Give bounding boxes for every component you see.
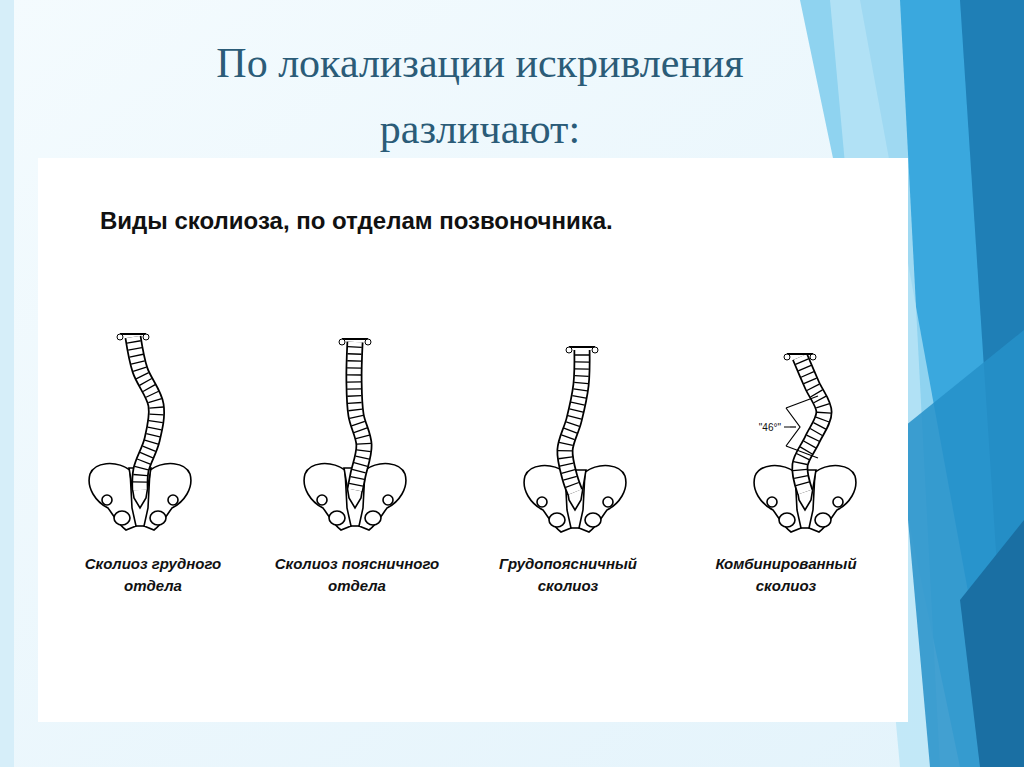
spine <box>117 334 163 490</box>
scoliosis-caption: Комбинированный сколиоз <box>696 553 876 597</box>
spine-illustrations <box>89 334 856 532</box>
spine <box>784 354 831 492</box>
spine <box>339 339 371 490</box>
leader-line <box>784 427 790 428</box>
image-panel <box>38 158 908 722</box>
spine <box>558 347 598 492</box>
pelvis <box>754 466 856 532</box>
deco-shape <box>960 520 1024 767</box>
angle-mark <box>786 396 818 458</box>
deco-shape <box>900 330 1024 767</box>
scoliosis-caption: Грудопоясничный сколиоз <box>478 553 658 597</box>
scoliosis-caption: Сколиоз поясничного отдела <box>267 553 447 597</box>
angle-value: "46°" <box>758 422 782 433</box>
scoliosis-caption: Сколиоз грудного отдела <box>63 553 243 597</box>
left-strip <box>0 0 14 767</box>
slide-title: По локализации искривления различают: <box>170 30 790 162</box>
image-heading: Виды сколиоза, по отделам позвоночника. <box>100 207 613 235</box>
